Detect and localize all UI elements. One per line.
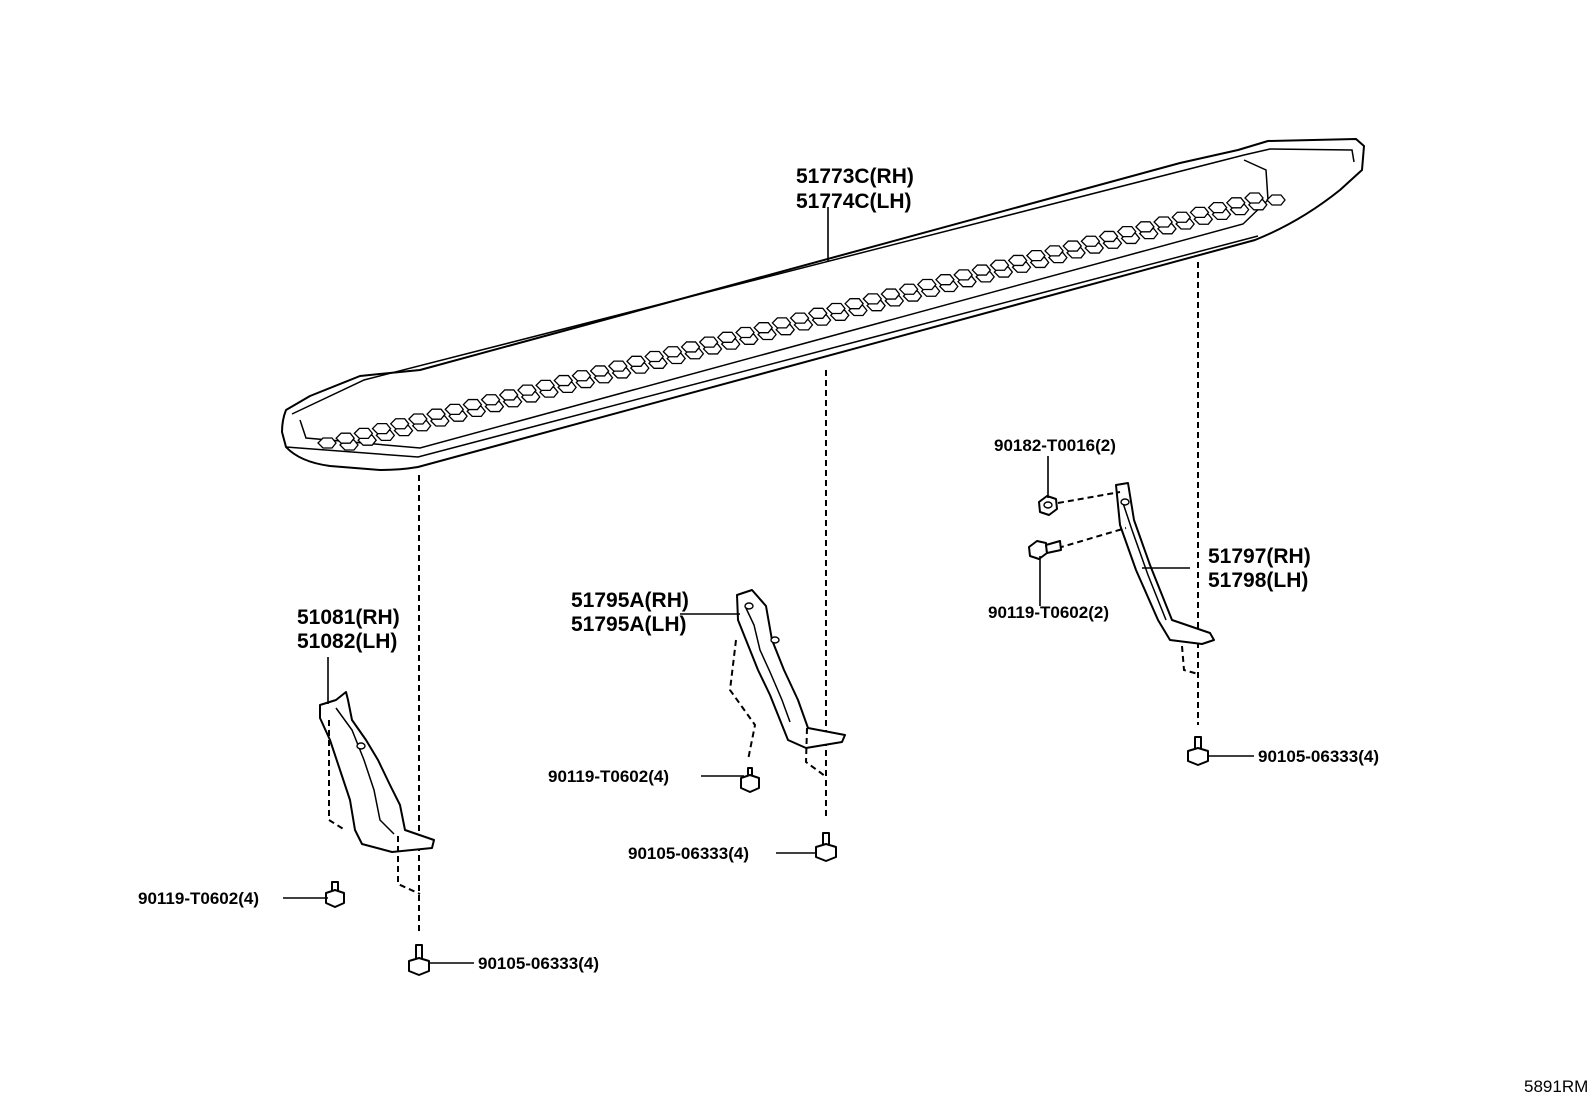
tread-pattern: [317, 192, 1286, 451]
tread-cell: [1244, 192, 1264, 204]
tread-cell: [1171, 211, 1192, 223]
center-bracket[interactable]: [728, 589, 846, 777]
tread-cell: [1062, 240, 1083, 252]
rear-bracket[interactable]: [1115, 482, 1215, 675]
bolt-icon[interactable]: [325, 881, 345, 908]
part-label-rear-bracket-lh: 51798(LH): [1208, 569, 1308, 592]
part-label-front-bracket-bolt: 90119-T0602(4): [138, 889, 259, 908]
guide-line-rear-nut: [1057, 491, 1121, 504]
tread-cell: [826, 302, 846, 315]
tread-cell: [971, 264, 992, 276]
tread-cell: [1135, 221, 1155, 233]
nut-icon[interactable]: [1038, 495, 1058, 516]
tread-cell: [462, 398, 483, 411]
part-label-rear-upper-bolt: 90119-T0602(2): [988, 603, 1109, 622]
tread-cell: [1007, 254, 1028, 267]
tread-cell: [353, 427, 374, 440]
part-label-front-board-bolt: 90105-06333(4): [478, 954, 599, 973]
tread-cell: [571, 370, 592, 382]
tread-cell: [589, 365, 610, 377]
tread-cell: [716, 331, 737, 343]
bolt-icon[interactable]: [740, 767, 760, 793]
bolt-icon[interactable]: [408, 944, 430, 976]
tread-cell: [517, 384, 537, 396]
tread-cell: [935, 274, 955, 286]
tread-cell: [1080, 235, 1101, 247]
part-label-rear-bracket-rh: 51797(RH): [1208, 545, 1311, 568]
tread-cell: [789, 312, 810, 324]
tread-cell: [880, 288, 901, 300]
tread-cell: [753, 322, 774, 334]
tread-cell: [862, 293, 883, 305]
running-board[interactable]: [281, 138, 1365, 471]
tread-cell: [644, 350, 665, 363]
tread-cell: [426, 408, 446, 420]
part-label-center-bracket-rh: 51795A(RH): [571, 589, 689, 612]
tread-cell: [498, 389, 519, 401]
tread-cell: [1266, 194, 1286, 206]
tread-cell: [898, 283, 919, 295]
part-label-rear-board-bolt: 90105-06333(4): [1258, 747, 1379, 766]
part-label-center-board-bolt: 90105-06333(4): [628, 844, 749, 863]
tread-cell: [916, 278, 937, 291]
tread-cell: [1116, 225, 1137, 238]
tread-cell: [989, 259, 1010, 271]
part-label-center-bracket-lh: 51795A(LH): [571, 613, 687, 636]
tread-cell: [407, 413, 428, 425]
tread-cell: [1098, 230, 1119, 243]
part-label-rear-nut: 90182-T0016(2): [994, 436, 1116, 455]
part-label-front-bracket-rh: 51081(RH): [297, 606, 400, 629]
bolt-icon[interactable]: [1028, 540, 1062, 560]
part-label-step-rh: 51773C(RH): [796, 165, 914, 188]
tread-cell: [662, 346, 683, 358]
tread-cell: [389, 418, 410, 430]
tread-cell: [1025, 249, 1046, 262]
tread-cell: [771, 317, 792, 329]
tread-cell: [953, 269, 974, 281]
tread-cell: [553, 374, 574, 387]
tread-cell: [371, 422, 392, 435]
part-label-step-lh: 51774C(LH): [796, 190, 912, 213]
tread-cell: [1189, 206, 1210, 219]
tread-cell: [626, 355, 646, 367]
tread-cell: [1044, 245, 1064, 257]
tread-cell: [480, 394, 501, 406]
part-label-center-bracket-bolt: 90119-T0602(4): [548, 767, 669, 786]
tread-cell: [698, 336, 719, 348]
tread-cell: [335, 432, 356, 444]
bolt-icon[interactable]: [815, 832, 837, 862]
tread-cell: [1225, 197, 1246, 209]
bolt-icon[interactable]: [1187, 736, 1209, 766]
tread-cell: [807, 307, 828, 319]
tread-cell: [680, 341, 701, 353]
tread-cell: [1207, 201, 1228, 214]
diagram-code: 5891RM: [1524, 1077, 1588, 1096]
tread-cell: [1153, 216, 1173, 228]
tread-cell: [535, 379, 555, 392]
tread-cell: [735, 326, 755, 339]
tread-cell: [317, 437, 337, 449]
tread-cell: [844, 298, 864, 310]
tread-cell: [444, 403, 465, 416]
part-label-front-bracket-lh: 51082(LH): [297, 630, 397, 653]
tread-cell: [607, 360, 628, 372]
front-bracket[interactable]: [319, 691, 435, 895]
guide-line-rear-bolt: [1057, 527, 1127, 549]
